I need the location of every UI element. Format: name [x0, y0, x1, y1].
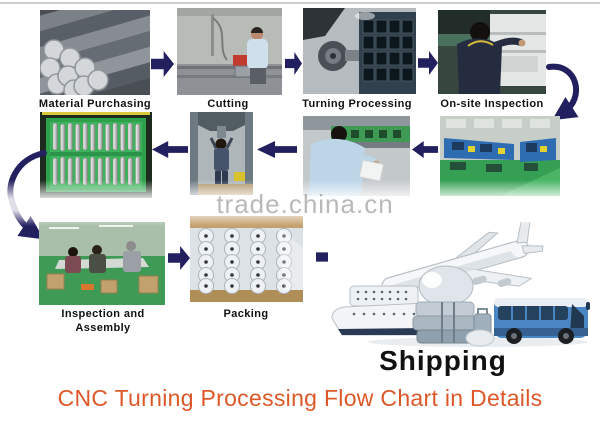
step-label-turning-processing: Turning Processing — [302, 98, 412, 110]
step-label-onsite-inspection: On-site Inspection — [440, 98, 544, 110]
quality-check-photo — [303, 116, 410, 196]
arrow-right-icon — [151, 51, 174, 77]
onsite-inspection-photo — [438, 10, 546, 94]
curved-arrow-down-left-icon — [546, 63, 580, 121]
material-purchasing-photo — [40, 10, 150, 95]
step-label-material-purchasing: Material Purchasing — [38, 98, 152, 110]
watermark: trade.china.cn — [216, 189, 394, 219]
step-label-shipping: Shipping — [379, 345, 507, 376]
step-label-cutting: Cutting — [207, 98, 249, 110]
arrow-right-icon — [168, 246, 190, 270]
cutting-photo — [177, 8, 282, 95]
machine-setup-photo — [190, 112, 253, 195]
chart-title: CNC Turning Processing Flow Chart in Det… — [57, 385, 543, 411]
arrow-right-icon — [418, 51, 438, 75]
arrow-left-icon — [412, 141, 438, 158]
step-label-packing: Packing — [223, 308, 269, 320]
arrow-left-icon — [152, 141, 188, 158]
step-label-inspection-assembly: Inspection and Assembly — [43, 307, 163, 335]
assembly-room-photo — [39, 222, 165, 305]
turning-processing-photo — [303, 8, 416, 94]
arrow-right-icon — [285, 52, 302, 75]
shipping-collage-photo — [328, 222, 595, 348]
arrow-left-icon — [257, 141, 297, 158]
step-label-inspection-line1: Inspection and — [61, 308, 145, 320]
parts-tray-photo — [40, 112, 152, 198]
divider-line — [0, 2, 600, 4]
packing-photo — [190, 216, 303, 302]
step-label-inspection-line2: Assembly — [75, 322, 131, 334]
factory-floor-photo — [440, 116, 560, 196]
